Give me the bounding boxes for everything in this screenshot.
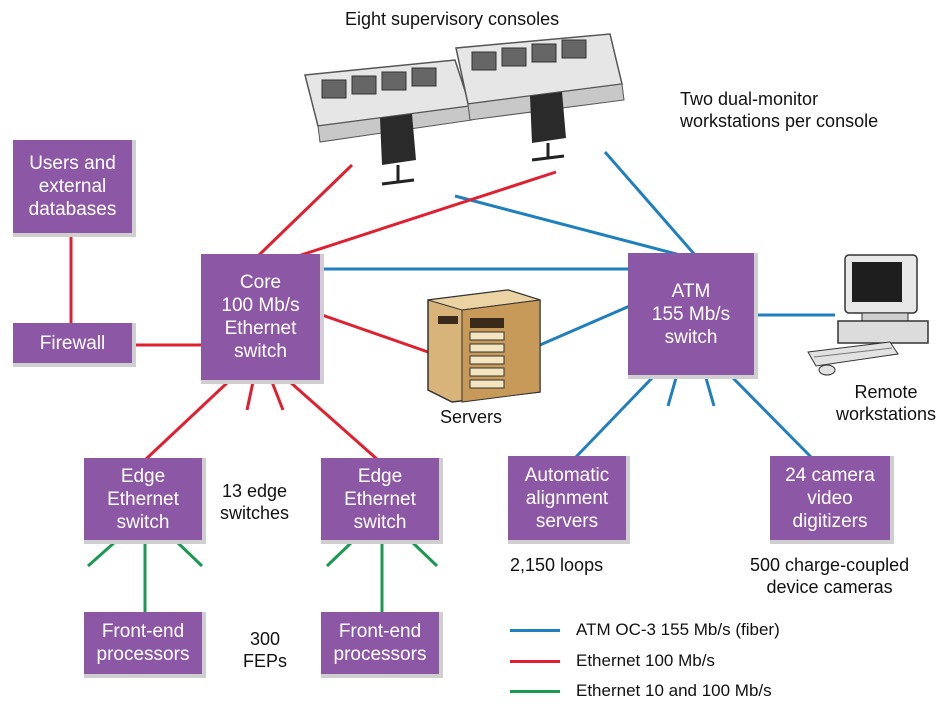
legend-item-eth10: Ethernet 10 and 100 Mb/s	[510, 681, 772, 701]
label-edge-count: 13 edge switches	[220, 480, 289, 524]
node-edge-switch-left: Edge Ethernet switch	[84, 458, 206, 544]
node-fep-left: Front-end processors	[84, 612, 206, 678]
legend-item-eth100: Ethernet 100 Mb/s	[510, 651, 715, 671]
label-line: 13 edge	[221, 481, 288, 501]
link-console-right-core	[297, 170, 557, 258]
node-edge-switch-right: Edge Ethernet switch	[321, 458, 443, 544]
link-edge-left-stub-1	[87, 540, 116, 568]
node-label-line: switch	[664, 326, 718, 348]
link-console-left-core	[256, 163, 354, 258]
legend-swatch	[510, 628, 560, 632]
node-label-line: Edge	[120, 465, 166, 487]
link-atm-stub-2	[704, 377, 716, 407]
node-label-line: Edge	[357, 465, 403, 487]
console-left-icon	[304, 59, 473, 186]
legend-label: Ethernet 10 and 100 Mb/s	[576, 681, 772, 700]
label-line: 300	[249, 629, 281, 649]
legend-item-atm: ATM OC-3 155 Mb/s (fiber)	[510, 620, 780, 640]
node-label-line: switch	[353, 511, 407, 533]
node-atm-switch: ATM 155 Mb/s switch	[628, 253, 758, 379]
node-label-line: alignment	[525, 487, 609, 509]
node-firewall: Firewall	[13, 323, 136, 367]
node-label-line: Users and	[29, 153, 116, 174]
server-icon	[427, 289, 541, 403]
link-core-stub-1	[245, 381, 255, 411]
label-fep-count: 300 FEPs	[243, 628, 287, 672]
node-label-line: video	[807, 487, 853, 509]
legend-label: Ethernet 100 Mb/s	[576, 651, 715, 670]
node-label-line: Front-end	[101, 621, 185, 642]
link-core-edge-left	[143, 380, 230, 462]
node-label-line: switch	[116, 511, 170, 533]
label-line: switches	[220, 503, 290, 523]
node-label-line: external	[38, 176, 107, 197]
label-line: device cameras	[766, 577, 893, 597]
link-atm-servers	[532, 303, 633, 350]
link-atm-alignment	[573, 376, 654, 460]
label-loops: 2,150 loops	[510, 555, 604, 575]
link-core-stub-2	[270, 381, 285, 411]
label-line: Two dual-monitor	[680, 89, 819, 109]
node-label-line: Automatic	[524, 464, 610, 486]
node-users: Users and external databases	[13, 140, 136, 237]
node-label-line: servers	[535, 510, 599, 532]
console-right-icon	[455, 33, 625, 162]
node-label-line: digitizers	[792, 510, 868, 532]
node-fep-right: Front-end processors	[321, 612, 443, 678]
legend-label: ATM OC-3 155 Mb/s (fiber)	[576, 620, 780, 639]
link-edge-left-stub-2	[175, 540, 204, 568]
label-line: workstations per console	[680, 111, 879, 131]
node-label-line: Front-end	[338, 621, 422, 642]
link-console-right-atm	[603, 151, 697, 256]
link-atm-stub-1	[666, 377, 678, 407]
label-line: workstations	[836, 404, 937, 424]
label-cameras: 500 charge-coupled device cameras	[750, 554, 909, 598]
legend-swatch	[510, 659, 560, 663]
legend-swatch	[510, 689, 560, 693]
node-label-line: ATM	[671, 280, 711, 302]
node-label-line: 155 Mb/s	[651, 303, 731, 325]
node-label-line: Ethernet	[344, 488, 416, 510]
node-alignment-servers: Automatic alignment servers	[508, 456, 630, 544]
node-label-line: Ethernet	[107, 488, 179, 510]
node-label-line: 24 camera	[785, 464, 875, 486]
label-line: Remote	[854, 382, 918, 402]
node-label-line: Core	[239, 272, 282, 293]
link-core-servers	[321, 313, 429, 354]
link-core-edge-right	[289, 380, 379, 462]
node-label-line: processors	[96, 644, 190, 665]
node-core-switch: Core 100 Mb/s Ethernet switch	[201, 254, 324, 384]
node-label-line: Firewall	[39, 332, 106, 354]
label-servers: Servers	[440, 407, 503, 427]
node-label-line: processors	[333, 644, 427, 665]
node-label-line: 100 Mb/s	[221, 295, 300, 316]
label-remote-workstations: Remote workstations	[836, 381, 936, 425]
label-consoles: Eight supervisory consoles	[345, 9, 560, 29]
link-console-left-atm	[454, 194, 681, 257]
workstation-icon	[807, 254, 929, 376]
node-label-line: switch	[234, 341, 287, 362]
link-edge-right-stub-2	[410, 540, 439, 568]
label-line: FEPs	[243, 651, 288, 671]
link-edge-right-stub-1	[325, 540, 354, 568]
label-line: 500 charge-coupled	[750, 555, 910, 575]
node-label-line: databases	[28, 199, 117, 220]
node-video-digitizers: 24 camera video digitizers	[770, 456, 894, 544]
label-workstations-per-console: Two dual-monitor workstations per consol…	[680, 88, 878, 132]
node-label-line: Ethernet	[224, 318, 297, 339]
link-atm-digitizers	[731, 376, 814, 460]
